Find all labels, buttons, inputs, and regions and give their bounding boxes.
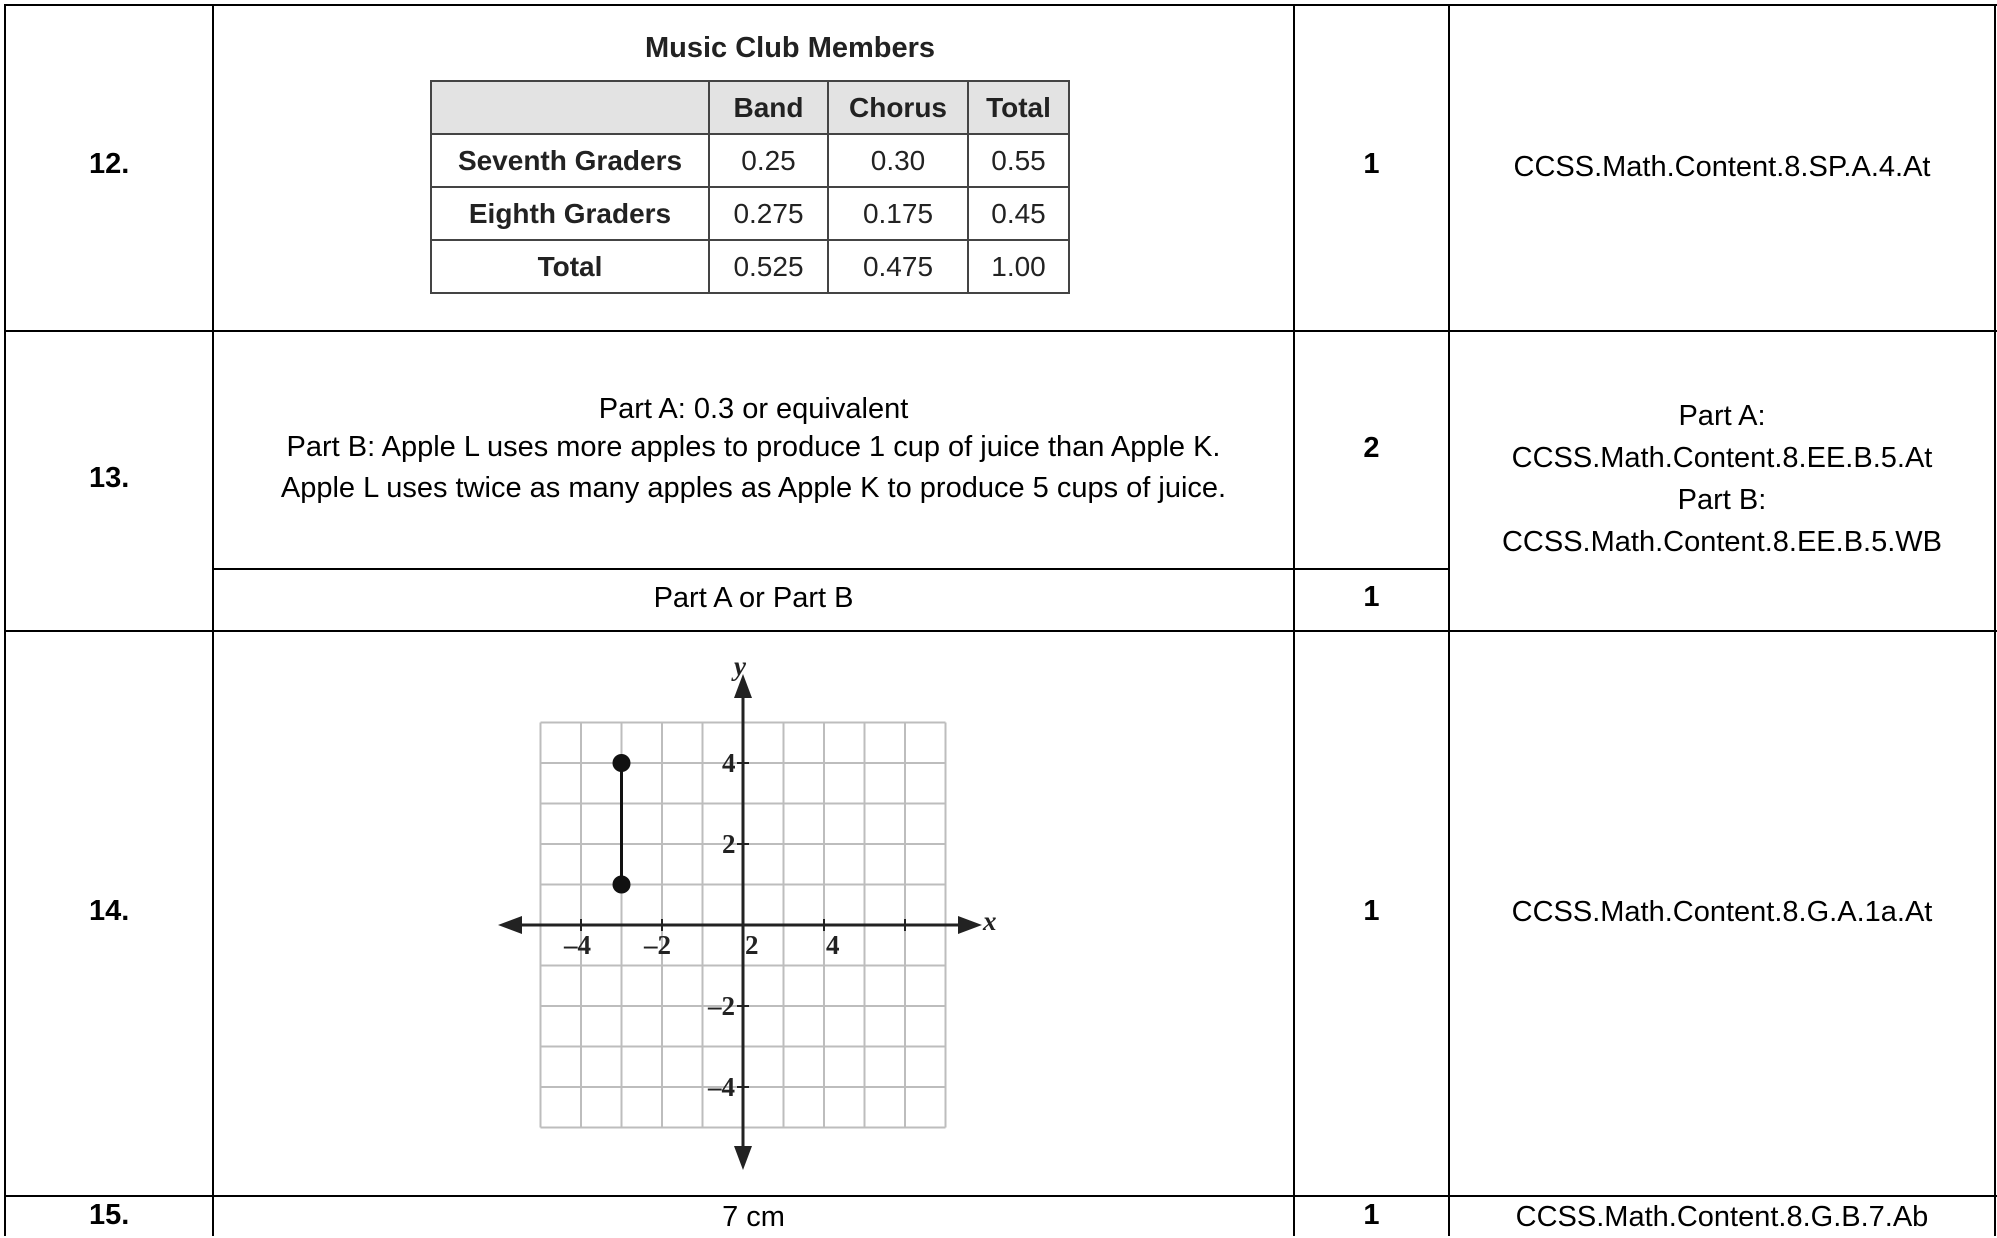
table-cell: 0.25 [708, 133, 829, 188]
answer-line: Apple L uses twice as many apples as App… [280, 472, 1227, 504]
points-value: 2 [1363, 432, 1380, 464]
table-cell: 0.275 [708, 186, 829, 241]
music-table-title: Music Club Members [644, 32, 936, 64]
y-tick-label: 2 [722, 829, 736, 859]
table-row-header: Total [430, 239, 710, 294]
x-tick-label: –4 [563, 930, 591, 960]
item-number: 14. [89, 895, 130, 927]
table-cell: 0.475 [827, 239, 969, 294]
table-cell: 0.525 [708, 239, 829, 294]
standard-code: CCSS.Math.Content.8.SP.A.4.At [1513, 151, 1931, 183]
points-value: 1 [1363, 148, 1380, 180]
y-tick-label: –4 [707, 1072, 735, 1102]
column-divider-1 [212, 4, 214, 1236]
y-axis-arrow-up [734, 674, 752, 698]
partial-points-value: 1 [1363, 581, 1380, 613]
table-row: Total 0.525 0.475 1.00 [430, 239, 1070, 294]
answer-line: Part A: 0.3 or equivalent [598, 393, 909, 425]
table-cell: 0.45 [967, 186, 1070, 241]
item-number: 12. [89, 148, 130, 180]
coordinate-grid: x y –4 –2 2 4 4 2 –2 –4 [498, 651, 997, 1170]
item-number: 13. [89, 462, 130, 494]
table-header-cell: Band [708, 80, 829, 135]
segment-endpoint [612, 754, 631, 772]
axes [498, 674, 982, 1170]
standard-code: CCSS.Math.Content.8.EE.B.5.At [1511, 442, 1933, 474]
x-axis-arrow-left [498, 916, 522, 934]
standard-code: CCSS.Math.Content.8.EE.B.5.WB [1501, 526, 1942, 558]
table-cell: 0.175 [827, 186, 969, 241]
row-divider-12-13 [4, 330, 1997, 332]
item-number: 15. [89, 1199, 130, 1231]
standard-code: Part B: [1677, 484, 1767, 516]
x-tick-label: 2 [745, 930, 759, 960]
table-cell: 1.00 [967, 239, 1070, 294]
answer-line: Part B: Apple L uses more apples to prod… [286, 431, 1221, 463]
music-club-table: Band Chorus Total Seventh Graders 0.25 0… [430, 80, 1070, 294]
x-axis-arrow-right [958, 916, 982, 934]
table-border-left [4, 4, 6, 1236]
row-divider-13-14 [4, 630, 1997, 632]
partial-credit-text: Part A or Part B [653, 582, 854, 614]
standard-code: CCSS.Math.Content.8.G.A.1a.At [1511, 896, 1933, 928]
table-row: Seventh Graders 0.25 0.30 0.55 [430, 133, 1070, 188]
table-row: Eighth Graders 0.275 0.175 0.45 [430, 186, 1070, 241]
table-border-right [1994, 4, 1996, 1236]
column-divider-2 [1293, 4, 1295, 1236]
points-value: 1 [1363, 895, 1380, 927]
table-row-header: Seventh Graders [430, 133, 710, 188]
segment-endpoint [612, 875, 631, 894]
y-tick-label: –2 [707, 991, 735, 1021]
column-divider-3 [1448, 4, 1450, 1236]
row-divider-14-15 [4, 1195, 1997, 1197]
table-header-cell: Total [967, 80, 1070, 135]
y-axis-label: y [731, 651, 747, 681]
table-border-top [4, 4, 1997, 6]
table-row: Band Chorus Total [430, 80, 1070, 135]
points-value: 1 [1363, 1199, 1380, 1231]
answer-text: 7 cm [722, 1201, 785, 1233]
y-tick-label: 4 [722, 748, 736, 778]
table-cell: 0.55 [967, 133, 1070, 188]
row-divider-13-sub [212, 568, 1449, 570]
x-tick-label: –2 [643, 930, 671, 960]
table-row-header: Eighth Graders [430, 186, 710, 241]
standard-code: Part A: [1678, 400, 1766, 432]
table-header-cell: Chorus [827, 80, 969, 135]
x-tick-label: 4 [826, 930, 840, 960]
standard-code: CCSS.Math.Content.8.G.B.7.Ab [1515, 1201, 1929, 1233]
y-axis-arrow-down [734, 1146, 752, 1170]
x-axis-label: x [982, 906, 997, 936]
table-header-cell [430, 80, 710, 135]
table-cell: 0.30 [827, 133, 969, 188]
plotted-segment [612, 754, 631, 894]
